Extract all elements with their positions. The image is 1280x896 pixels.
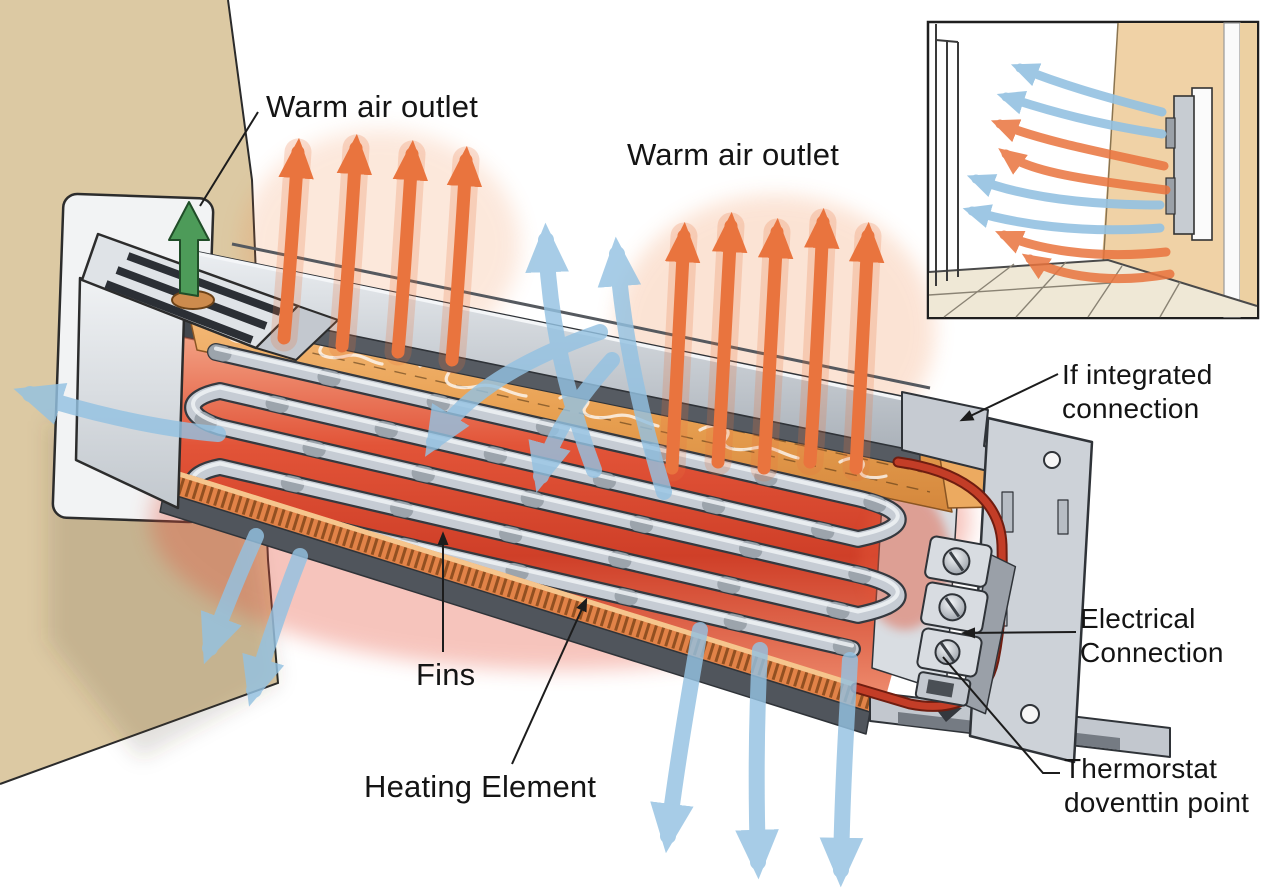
warm-air-arrow — [277, 137, 314, 345]
warm-air-arrow — [803, 207, 840, 469]
label-fins: Fins — [416, 657, 476, 692]
warm-air-arrow — [1021, 253, 1175, 283]
cool-air-arrow — [962, 204, 1165, 235]
leader-if-integrated — [959, 373, 1059, 422]
cool-air-arrow — [735, 642, 779, 880]
label-warm-air-outlet-right: Warm air outlet — [627, 137, 840, 172]
heating-element-tubes — [184, 343, 907, 658]
label-electrical-connection: Electrical Connection — [1080, 603, 1224, 669]
mounting-hole-top — [1043, 451, 1061, 469]
inset-floor — [929, 260, 1257, 317]
leader-heating-element — [511, 597, 588, 765]
warm-air-arrow — [998, 148, 1171, 195]
warm-air-arrow — [757, 217, 794, 475]
indicator-arrow — [168, 201, 210, 297]
label-warm-air-outlet-left: Warm air outlet — [266, 89, 479, 124]
leader-warm-left — [199, 111, 259, 207]
warm-air-arrow — [335, 133, 373, 353]
warm-air-arrow — [664, 221, 701, 475]
inset-wall-heater — [1165, 87, 1213, 241]
cool-air-arrow — [1010, 63, 1167, 117]
cool-air-arrow — [200, 528, 264, 665]
leader-electrical — [961, 627, 1077, 639]
cool-air-arrow — [966, 174, 1165, 210]
warm-air-arrow — [711, 211, 748, 469]
label-heating-element: Heating Element — [364, 769, 597, 804]
cool-air-arrow — [819, 652, 864, 888]
end-cap — [74, 201, 339, 510]
cool-air-arrows — [13, 222, 864, 888]
warm-air-arrow — [848, 221, 885, 475]
cool-air-arrow — [242, 548, 308, 707]
inset-door-frame — [935, 24, 959, 286]
warm-air-arrow — [445, 145, 483, 367]
cool-air-arrow — [650, 622, 708, 854]
cool-air-arrow — [13, 383, 226, 442]
inset-arrows — [962, 63, 1175, 283]
warm-air-arrow — [995, 230, 1171, 260]
label-thermostat-connection: Thermorstat doventtin point — [1064, 753, 1250, 819]
warm-air-arrows — [270, 133, 885, 482]
room-airflow-inset — [926, 20, 1260, 320]
label-if-integrated-connection: If integrated connection — [1062, 359, 1213, 425]
cool-air-arrow — [996, 90, 1167, 139]
warm-air-arrow — [391, 139, 429, 359]
leader-lines — [199, 111, 1077, 774]
warm-air-arrow — [990, 119, 1169, 171]
cool-air-arrow — [597, 236, 672, 500]
cool-air-arrow — [424, 324, 608, 457]
leader-thermostat — [942, 656, 1060, 774]
mounting-hole-bottom — [1020, 704, 1040, 724]
cool-air-arrow — [528, 352, 620, 493]
